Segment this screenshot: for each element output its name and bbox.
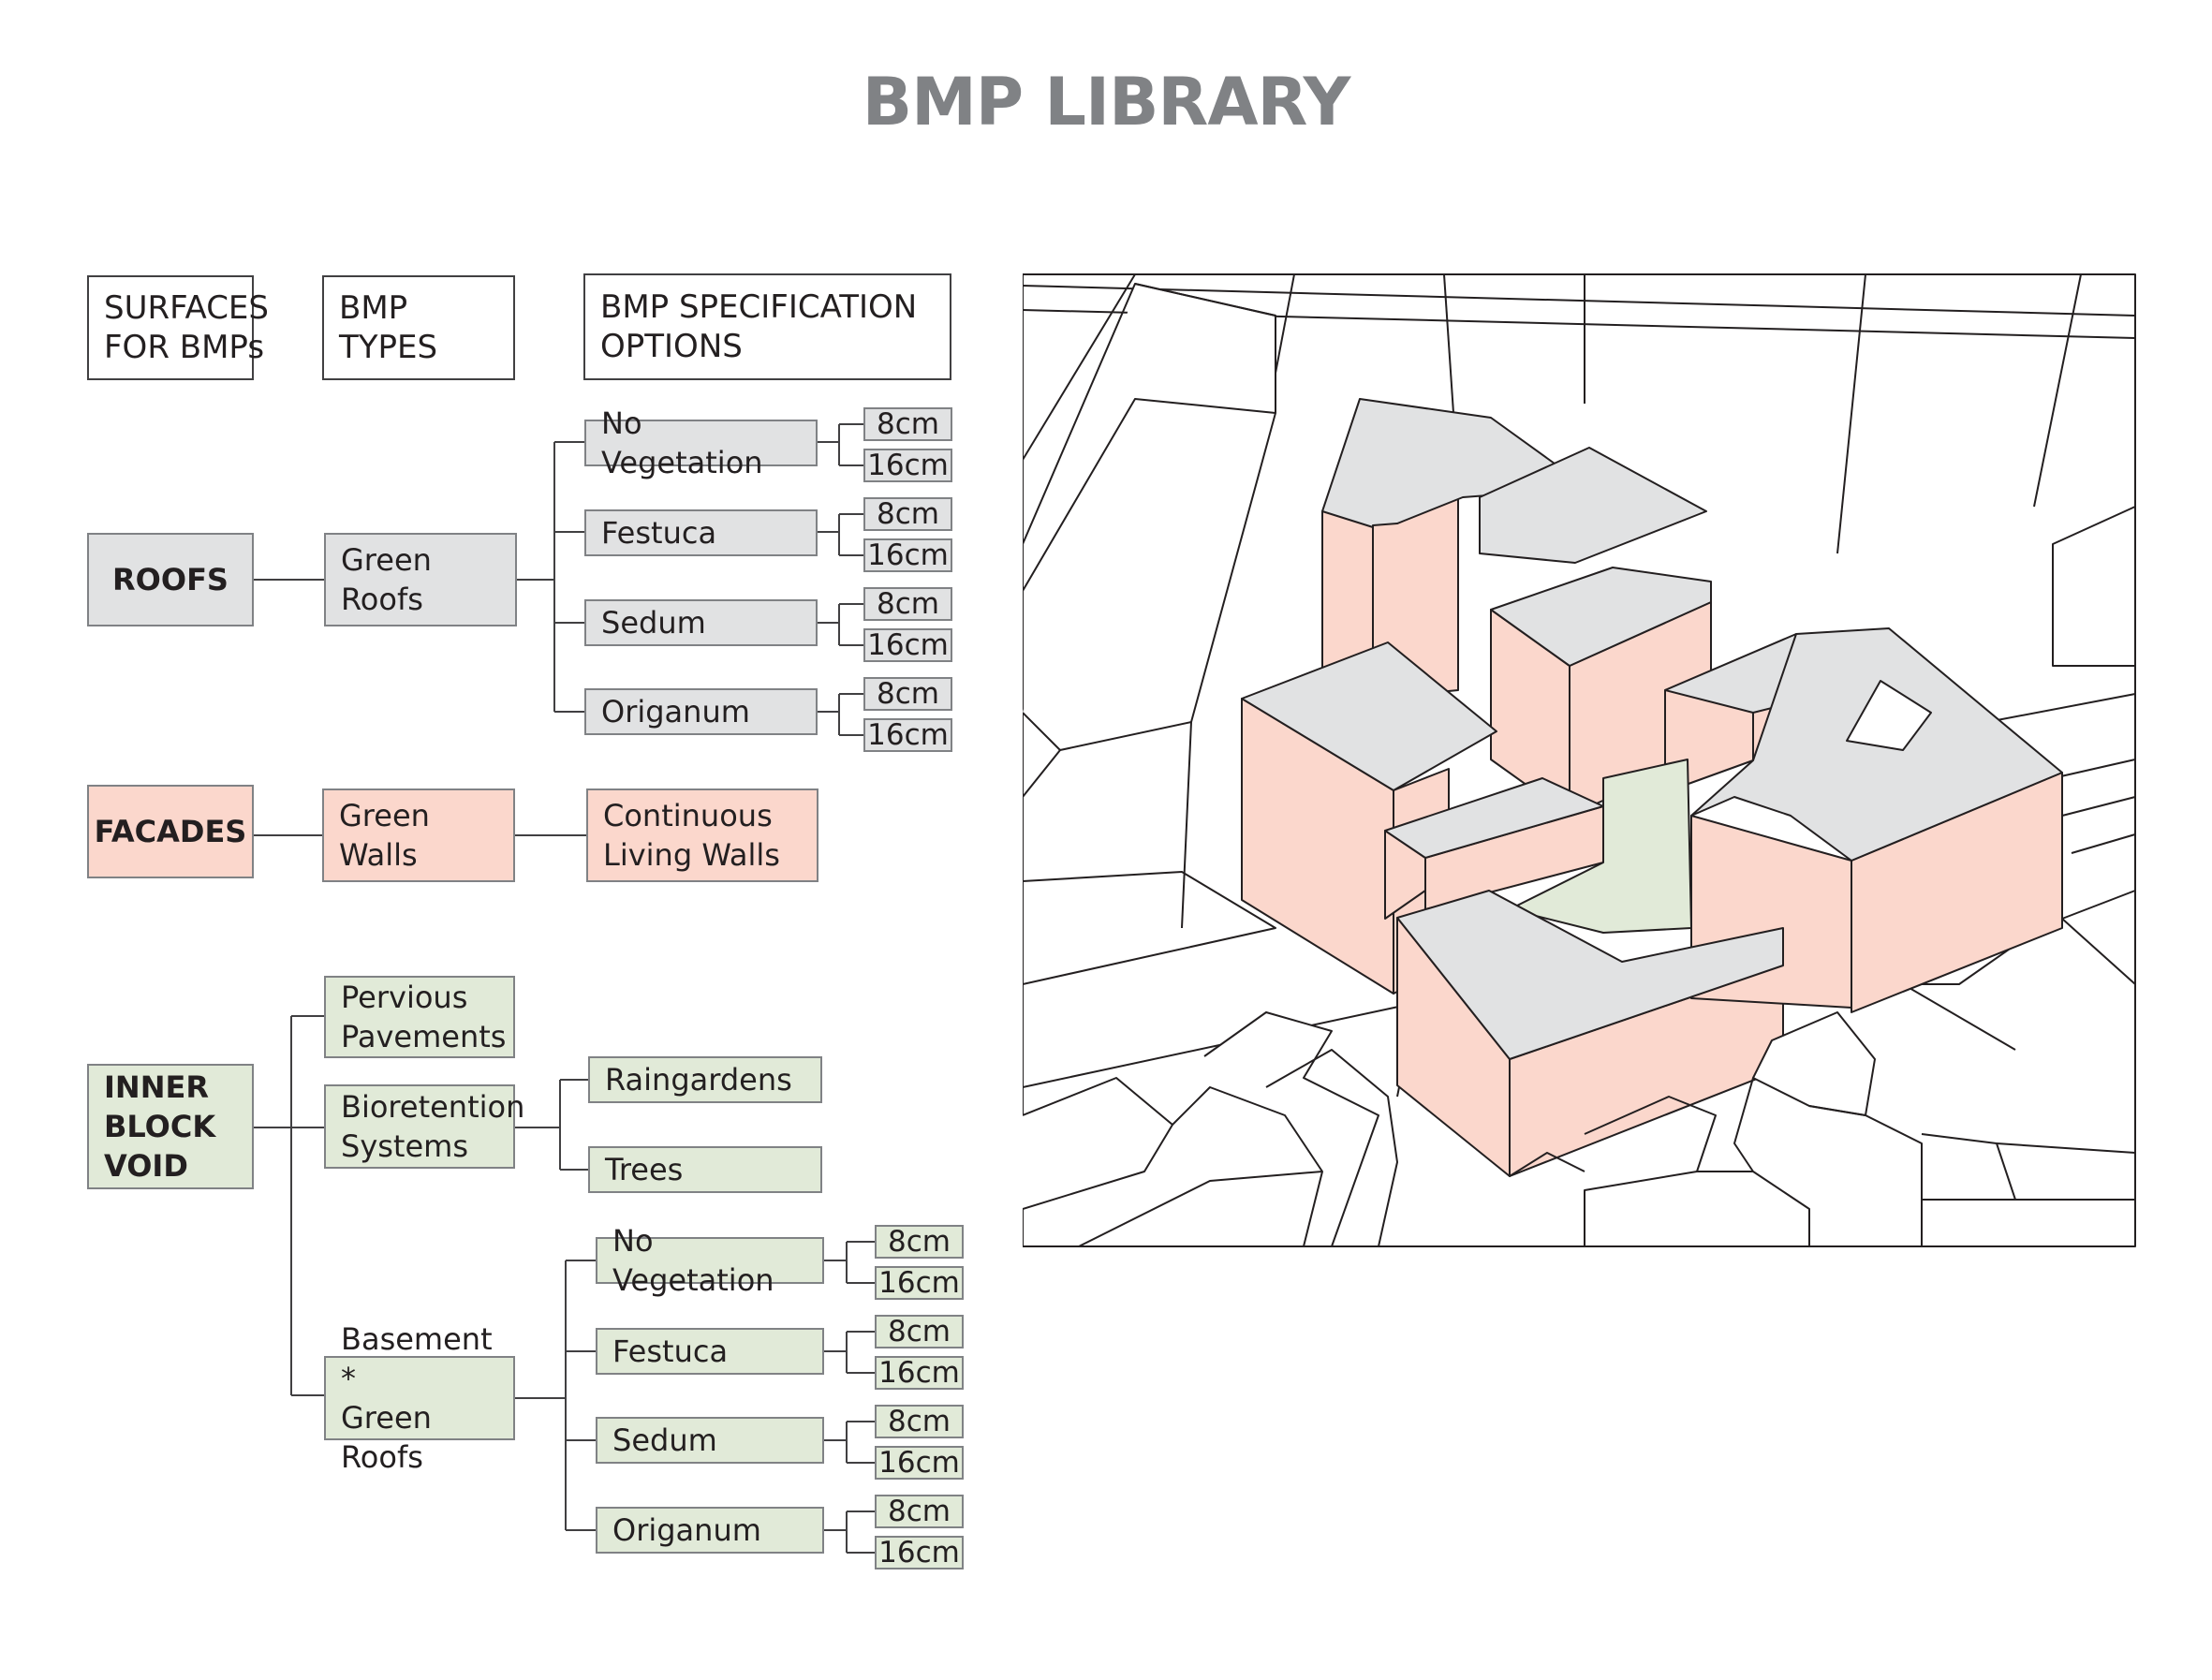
thickness-8cm: 8cm	[863, 677, 952, 711]
thickness-16cm: 16cm	[863, 449, 952, 482]
type-bioretention-systems: Bioretention Systems	[324, 1084, 524, 1169]
surface-inner-block-void: INNER BLOCK VOID	[87, 1064, 254, 1189]
thickness-8cm: 8cm	[875, 1495, 964, 1528]
basement-option-sedum: Sedum	[596, 1417, 824, 1464]
header-specification-options: BMP SPECIFICATION OPTIONS	[583, 273, 951, 380]
type-basement-green-roofs: Basement * Green Roofs	[324, 1321, 515, 1475]
thickness-8cm: 8cm	[875, 1315, 964, 1348]
basement-option-festuca: Festuca	[596, 1328, 824, 1375]
type-green-roofs: Green Roofs	[324, 533, 517, 626]
basement-option-origanum: Origanum	[596, 1507, 824, 1554]
isometric-block-illustration	[1023, 273, 2136, 1247]
type-pervious-pavements: Pervious Pavements	[324, 976, 515, 1058]
thickness-16cm: 16cm	[875, 1536, 964, 1569]
thickness-16cm: 16cm	[875, 1446, 964, 1480]
basement-option-no-vegetation: No Vegetation	[596, 1223, 824, 1298]
thickness-16cm: 16cm	[875, 1266, 964, 1300]
thickness-8cm: 8cm	[875, 1225, 964, 1259]
thickness-8cm: 8cm	[863, 497, 952, 531]
option-trees: Trees	[588, 1146, 822, 1193]
thickness-8cm: 8cm	[875, 1405, 964, 1438]
roof-option-festuca: Festuca	[584, 509, 818, 556]
surface-facades: FACADES	[87, 785, 254, 878]
roof-option-sedum: Sedum	[584, 599, 818, 646]
header-bmp-types: BMP TYPES	[322, 275, 515, 380]
thickness-8cm: 8cm	[863, 587, 952, 621]
thickness-16cm: 16cm	[863, 718, 952, 752]
type-green-walls: Green Walls	[322, 788, 515, 882]
page-title: BMP LIBRARY	[862, 64, 1351, 140]
option-continuous-living-walls: Continuous Living Walls	[586, 788, 818, 882]
thickness-16cm: 16cm	[863, 628, 952, 662]
roof-option-no-vegetation: No Vegetation	[584, 405, 818, 480]
header-surfaces: SURFACES FOR BMPs	[87, 275, 269, 380]
surface-roofs: ROOFS	[87, 533, 254, 626]
thickness-8cm: 8cm	[863, 407, 952, 441]
roof-option-origanum: Origanum	[584, 688, 818, 735]
option-raingardens: Raingardens	[588, 1056, 822, 1103]
thickness-16cm: 16cm	[875, 1356, 964, 1390]
thickness-16cm: 16cm	[863, 538, 952, 572]
